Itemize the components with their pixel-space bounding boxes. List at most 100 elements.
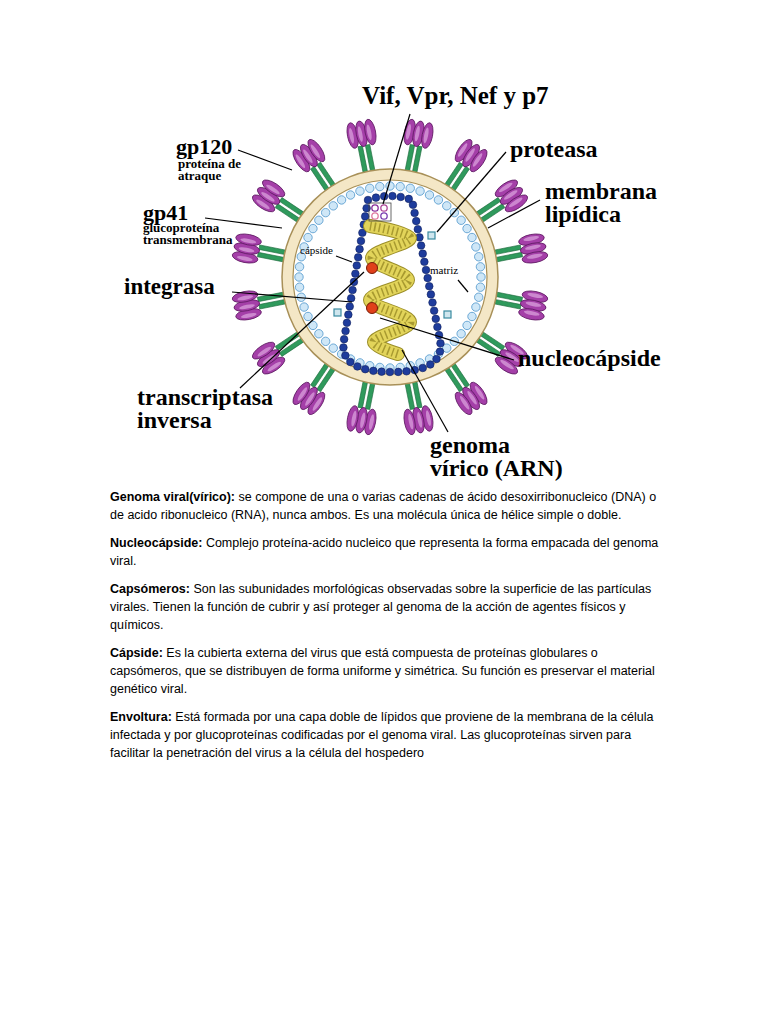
accessory-proteins-box (369, 203, 391, 221)
capsid-protein (414, 225, 422, 233)
capsid-protein (356, 245, 364, 253)
matrix-protein (329, 344, 337, 352)
capsid-protein (347, 294, 355, 302)
leader-line (437, 152, 506, 232)
part-label: genoma vírico (ARN) (430, 434, 565, 480)
part-label: integrasa (124, 274, 215, 300)
part-label: gp120 (176, 134, 232, 159)
term: Genoma viral(vírico): (110, 490, 235, 504)
capsid-protein (437, 340, 445, 348)
part-label: nucleocápside (518, 345, 661, 373)
capsid-protein (426, 361, 434, 369)
capsid-protein (370, 367, 378, 375)
leader-line (488, 200, 540, 228)
membrane-inner-edge (293, 180, 487, 374)
gp120-lobe (290, 380, 313, 407)
part-label: membrana lipídica (545, 180, 665, 226)
gp120-lobe (503, 192, 530, 215)
gp41-stalk (479, 204, 505, 223)
gp120-highlight (423, 127, 430, 143)
capsid-protein (430, 307, 438, 315)
matrix-protein (477, 273, 485, 281)
matrix-protein (463, 224, 471, 232)
gp120-highlight (526, 253, 542, 260)
accessory-protein (381, 213, 387, 219)
matrix-protein (463, 321, 471, 329)
gp120-highlight (527, 292, 543, 299)
capsid-protein (361, 365, 369, 373)
gp120-highlight (241, 312, 257, 319)
capsid-protein (433, 355, 441, 363)
matrix-protein (396, 182, 404, 190)
accessory-protein (372, 205, 378, 211)
matrix-protein (309, 224, 317, 232)
matrix-protein (321, 208, 329, 216)
integrase-dot (367, 263, 378, 274)
capsid-protein (419, 250, 427, 258)
definition-paragraph: Genoma viral(vírico):se compone de una o… (110, 488, 670, 524)
term: Cápside: (110, 646, 163, 660)
envelope-spike (397, 118, 435, 176)
envelope-spike (231, 232, 289, 270)
part-label: matriz (430, 264, 458, 277)
matrix-protein (406, 184, 414, 192)
rna-texture (370, 226, 410, 354)
envelope-spike (231, 284, 289, 322)
matrix-protein (304, 312, 312, 320)
capsid-protein (425, 282, 433, 290)
protease-square (444, 311, 451, 318)
matrix-protein (356, 187, 364, 195)
envelope-spike (491, 232, 549, 270)
capsid-protein (357, 237, 365, 245)
gp41-stalk (493, 299, 521, 309)
rna-body (370, 226, 410, 354)
protease-square (428, 232, 435, 239)
capsid-protein (389, 192, 397, 200)
gp120-lobe (467, 147, 490, 174)
matrix-protein (300, 303, 308, 311)
gp120-highlight (350, 410, 357, 426)
gp120-highlight (525, 244, 541, 251)
accessory-protein (372, 213, 378, 219)
capsid-protein (436, 348, 444, 356)
reverse-transcriptase-dot (367, 303, 378, 314)
definition-text: Son las subunidades morfológicas observa… (110, 582, 651, 632)
capsid-protein (354, 254, 362, 262)
matrix-protein (304, 233, 312, 241)
gp41-stalk (365, 144, 375, 172)
gp41-stalk (412, 146, 422, 174)
definition-paragraph: Envoltura:Está formada por una capa dobl… (110, 708, 670, 762)
matrix-protein (472, 243, 480, 251)
part-label: Vif, Vpr, Nef y p7 (362, 82, 549, 111)
matrix-protein (366, 184, 374, 192)
gp120-highlight (239, 303, 255, 310)
matrix-protein (475, 293, 483, 301)
gp120-highlight (296, 386, 308, 402)
gp120-highlight (237, 294, 253, 301)
leader-line (240, 272, 364, 388)
matrix-protein (468, 233, 476, 241)
capsid-dots (340, 192, 445, 376)
gp120-highlight (414, 125, 421, 141)
matrix-protein (295, 263, 303, 271)
matrix-protein (443, 202, 451, 210)
gp41-stalk (257, 292, 285, 302)
matrix-protein (475, 253, 483, 261)
gp41-stalk (279, 198, 305, 217)
part-label: transcriptasa inversa (137, 386, 267, 432)
gp120-highlight (416, 412, 423, 428)
definitions: Genoma viral(vírico):se compone de una o… (110, 488, 670, 772)
gp120-lobe (518, 307, 546, 322)
capsid-protein (394, 368, 402, 376)
capsid-protein (429, 299, 437, 307)
envelope-spikes (231, 118, 548, 435)
leader-line (380, 318, 514, 360)
matrix-protein (476, 283, 484, 291)
capsid-protein (411, 209, 419, 217)
gp120-lobe (402, 408, 417, 436)
capsid-protein (412, 217, 420, 225)
definition-paragraph: Capsómeros:Son las subunidades morfológi… (110, 580, 670, 634)
gp120-highlight (368, 414, 375, 430)
gp120-highlight (309, 144, 321, 160)
term: Nucleocápside: (110, 536, 202, 550)
